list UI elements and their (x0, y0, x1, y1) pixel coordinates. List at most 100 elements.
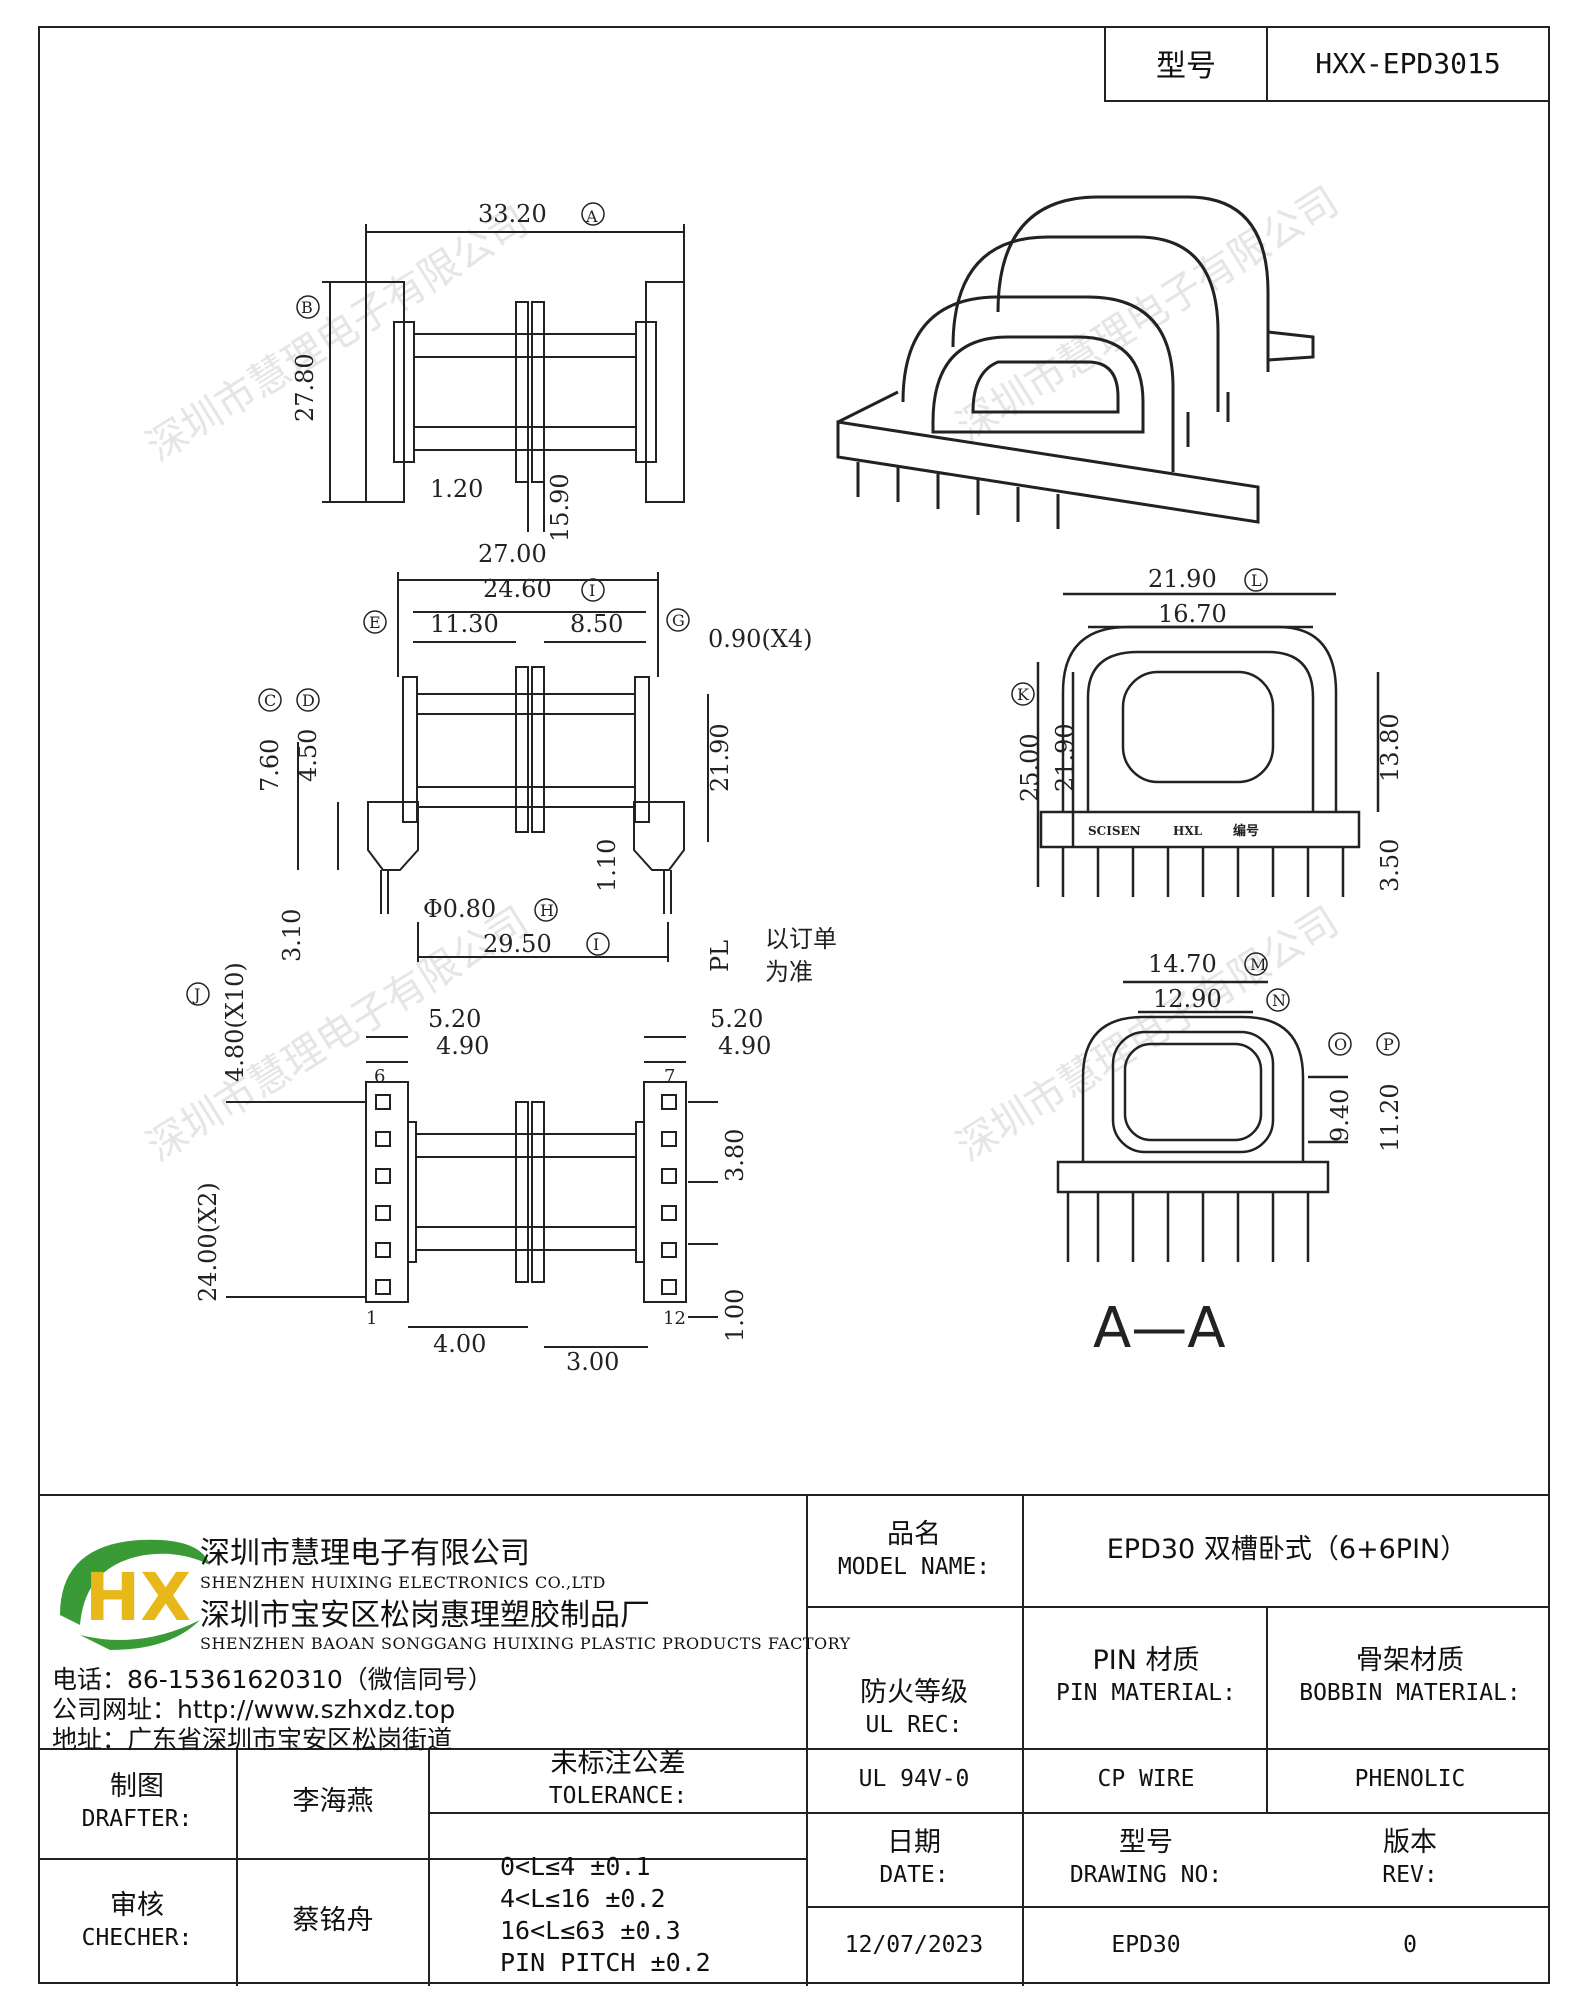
dim-7-60: 7.60 (256, 739, 284, 792)
factory-name-en: SHENZHEN BAOAN SONGGANG HUIXING PLASTIC … (200, 1634, 851, 1653)
checker-name: 蔡铭舟 (292, 1905, 374, 1936)
dim-21-90-side: 21.90 (1148, 565, 1217, 593)
title-block (38, 1494, 1550, 1986)
contact-phone: 电话：86-15361620310（微信同号） (52, 1665, 493, 1694)
label-l: L (1251, 571, 1262, 590)
logo-text: HX (85, 1559, 191, 1636)
pin-material-value: CP WIRE (1097, 1766, 1195, 1792)
side-view (1036, 592, 1380, 897)
dim-16-70: 16.70 (1158, 600, 1227, 628)
dim-13-80: 13.80 (1376, 713, 1404, 782)
label-f: I (589, 581, 595, 600)
label-p: P (1383, 1035, 1394, 1054)
front-view (297, 572, 709, 962)
dim-5-20-right: 5.20 (710, 1005, 763, 1033)
dim-27-80: 27.80 (291, 353, 319, 422)
brand-mark-3: 编号 (1233, 823, 1259, 839)
company-name-cn: 深圳市慧理电子有限公司 (200, 1536, 530, 1571)
dim-15-90: 15.90 (546, 473, 574, 542)
drawing-no-value: EPD30 (1111, 1932, 1181, 1958)
dim-5-20-left: 5.20 (428, 1005, 481, 1033)
checker-label: 审核 CHECHER: (81, 1890, 193, 1951)
drafter-label: 制图 DRAFTER: (81, 1771, 193, 1832)
label-i: I (593, 935, 599, 954)
company-name-en: SHENZHEN HUIXING ELECTRONICS CO.,LTD (200, 1573, 606, 1592)
top-view (322, 224, 685, 532)
section-label: A—A (1093, 1296, 1226, 1361)
note-line-1: 以订单 (765, 925, 837, 953)
dim-29-50: 29.50 (483, 930, 552, 958)
technical-drawing: 深圳市慧理电子有限公司 深圳市慧理电子有限公司 深圳市慧理电子有限公司 深圳市慧… (139, 178, 1404, 1376)
model-header-box: 型号 HXX-EPD3015 (1104, 26, 1550, 102)
company-logo: HX (60, 1539, 210, 1650)
bobbin-material-label: 骨架材质 BOBBIN MATERIAL: (1299, 1645, 1521, 1706)
label-o: O (1334, 1035, 1347, 1054)
model-name-label: 品名 MODEL NAME: (837, 1519, 991, 1580)
label-c: C (264, 691, 276, 710)
model-value: HXX-EPD3015 (1315, 46, 1501, 80)
watermark-4: 深圳市慧理电子有限公司 (949, 898, 1347, 1170)
pin-7: 7 (664, 1066, 675, 1087)
factory-name-cn: 深圳市宝安区松岗惠理塑胶制品厂 (200, 1598, 650, 1633)
note-line-2: 为准 (765, 958, 813, 986)
brand-mark-1: SCISEN (1088, 824, 1141, 838)
date-label: 日期 DATE: (879, 1827, 949, 1888)
tolerance-line-2: 4<L≤16 ±0.2 (500, 1884, 666, 1913)
dim-25-00: 25.00 (1016, 733, 1044, 802)
dim-3-80: 3.80 (721, 1129, 749, 1182)
label-d: D (302, 691, 315, 710)
tolerance-line-3: 16<L≤63 ±0.3 (500, 1916, 681, 1945)
dim-1-10: 1.10 (593, 839, 621, 892)
label-k: K (1017, 685, 1030, 704)
dim-12-90: 12.90 (1153, 985, 1222, 1013)
dim-21-90-side-v: 21.90 (1051, 723, 1079, 792)
pin-12: 12 (663, 1308, 686, 1329)
tolerance-label: 未标注公差 TOLERANCE: (548, 1748, 688, 1809)
tolerance-line-4: PIN PITCH ±0.2 (500, 1948, 711, 1977)
dim-33-20: 33.20 (478, 200, 547, 228)
dim-3-10: 3.10 (278, 909, 306, 962)
dim-phi-0-80: Φ0.80 (423, 895, 496, 923)
model-label: 型号 (1106, 26, 1268, 100)
contact-website: 公司网址：http://www.szhxdz.top (52, 1695, 456, 1724)
contact-address: 地址：广东省深圳市宝安区松岗街道 (52, 1725, 453, 1754)
label-j: J (192, 985, 200, 1004)
dim-4-90-left: 4.90 (436, 1032, 489, 1060)
dim-11-30: 11.30 (430, 610, 499, 638)
section-view (1056, 980, 1348, 1262)
bobbin-material-value: PHENOLIC (1354, 1766, 1466, 1792)
dim-3-00: 3.00 (566, 1348, 619, 1376)
dim-24-00-x2: 24.00(X2) (194, 1182, 222, 1302)
dim-4-80-x10: 4.80(X10) (221, 962, 249, 1082)
dim-21-90-front: 21.90 (706, 723, 734, 792)
pin-material-label: PIN 材质 PIN MATERIAL: (1055, 1645, 1236, 1706)
label-a: A (585, 207, 598, 226)
dim-11-20: 11.20 (1376, 1083, 1404, 1152)
label-e: E (369, 613, 381, 632)
dim-3-50: 3.50 (1376, 839, 1404, 892)
dim-0-90-x4: 0.90(X4) (708, 625, 813, 653)
dim-4-50: 4.50 (294, 729, 322, 782)
rev-value: 0 (1403, 1932, 1417, 1958)
label-m: M (1250, 955, 1266, 974)
drafter-name: 李海燕 (292, 1786, 374, 1817)
date-value: 12/07/2023 (844, 1932, 984, 1958)
label-n: N (1272, 991, 1286, 1010)
dim-4-90-right: 4.90 (718, 1032, 771, 1060)
drawing-no-label: 型号 DRAWING NO: (1069, 1827, 1223, 1888)
model-name-value: EPD30 双槽卧式（6+6PIN） (1106, 1534, 1468, 1565)
label-g: G (672, 611, 685, 630)
drawing-frame (38, 26, 1550, 1984)
dim-1-20: 1.20 (430, 475, 483, 503)
brand-mark-2: HXL (1173, 824, 1203, 838)
bottom-view (226, 1036, 718, 1348)
dim-1-00: 1.00 (721, 1289, 749, 1342)
tolerance-line-1: 0<L≤4 ±0.1 (500, 1852, 651, 1881)
ul-value: UL 94V-0 (858, 1766, 970, 1792)
pin-1: 1 (366, 1308, 377, 1329)
label-b: B (301, 298, 313, 317)
rev-label: 版本 REV: (1382, 1827, 1438, 1888)
ul-rec-label: 防火等级 UL REC: (860, 1677, 968, 1738)
dim-9-40: 9.40 (1326, 1089, 1354, 1142)
dim-24-60: 24.60 (483, 575, 552, 603)
